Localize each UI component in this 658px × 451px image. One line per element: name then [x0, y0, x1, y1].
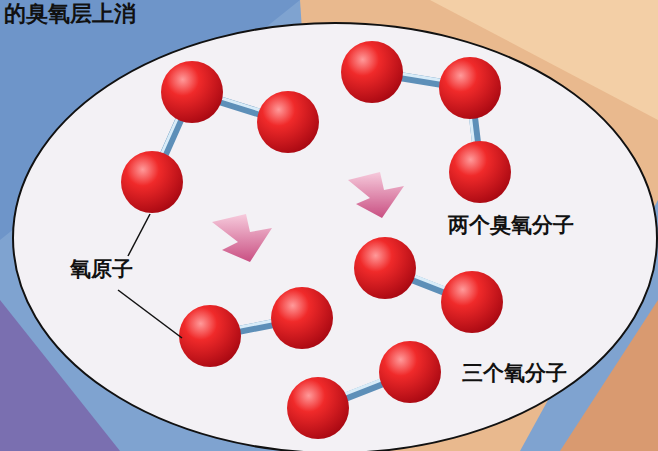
bonds	[152, 72, 480, 408]
heading-fragment: 的臭氧层上消	[4, 2, 136, 26]
oxygen-label: 三个氧分子	[462, 362, 567, 385]
atom-label: 氧原子	[70, 258, 133, 281]
molecule-region	[13, 23, 657, 451]
oxygen-atoms	[121, 41, 511, 439]
reaction-arrows	[212, 172, 404, 262]
ozone-label: 两个臭氧分子	[448, 214, 574, 237]
